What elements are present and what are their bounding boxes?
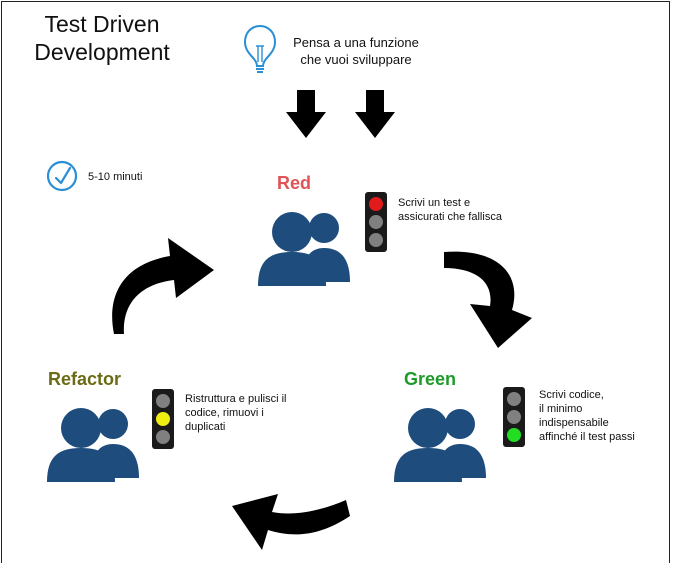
green-desc-line: il minimo: [539, 403, 583, 415]
refactor-person-icon: [47, 408, 139, 482]
title-line-2: Development: [34, 39, 170, 65]
refactor-desc-line: codice, rimuovi i: [185, 407, 264, 419]
title-line-1: Test Driven: [44, 11, 160, 37]
refactor-desc-line: Ristruttura e pulisci il: [185, 393, 287, 405]
green-desc-line: affinché il test passi: [539, 431, 635, 443]
red-phase-description: Scrivi un test e assicurati che fallisca: [398, 196, 502, 224]
clock-icon: [46, 160, 78, 192]
refactor-phase-label: Refactor: [48, 369, 122, 389]
lightbulb-icon: [243, 24, 277, 73]
diagram-title: Test Driven Development: [22, 10, 182, 66]
time-caption: 5-10 minuti: [88, 171, 143, 183]
down-arrow-left: [286, 90, 326, 138]
down-arrow-right: [355, 90, 395, 138]
red-person-icon: [258, 212, 350, 286]
arrow-green-to-refactor: [232, 494, 350, 550]
refactor-desc-line: duplicati: [185, 421, 226, 433]
red-phase-label: Red: [277, 173, 312, 193]
green-phase-description: Scrivi codice, il minimo indispensabile …: [539, 388, 635, 444]
arrow-red-to-green: [444, 251, 532, 348]
arrow-refactor-to-red: [112, 238, 214, 334]
green-desc-line: Scrivi codice,: [539, 389, 604, 401]
green-person-icon: [394, 408, 486, 482]
think-caption: Pensa a una funzione che vuoi sviluppare: [286, 34, 426, 68]
refactor-phase-description: Ristruttura e pulisci il codice, rimuovi…: [185, 392, 286, 434]
red-desc-line: Scrivi un test e: [398, 197, 471, 209]
traffic-light-green: [503, 387, 525, 447]
green-phase-label: Green: [404, 369, 457, 389]
green-desc-line: indispensabile: [539, 417, 609, 429]
think-line-1: Pensa a una funzione: [293, 35, 419, 50]
traffic-light-refactor: [152, 389, 174, 449]
traffic-light-red: [365, 192, 387, 252]
think-line-2: che vuoi sviluppare: [300, 52, 412, 67]
red-desc-line: assicurati che fallisca: [398, 211, 502, 223]
